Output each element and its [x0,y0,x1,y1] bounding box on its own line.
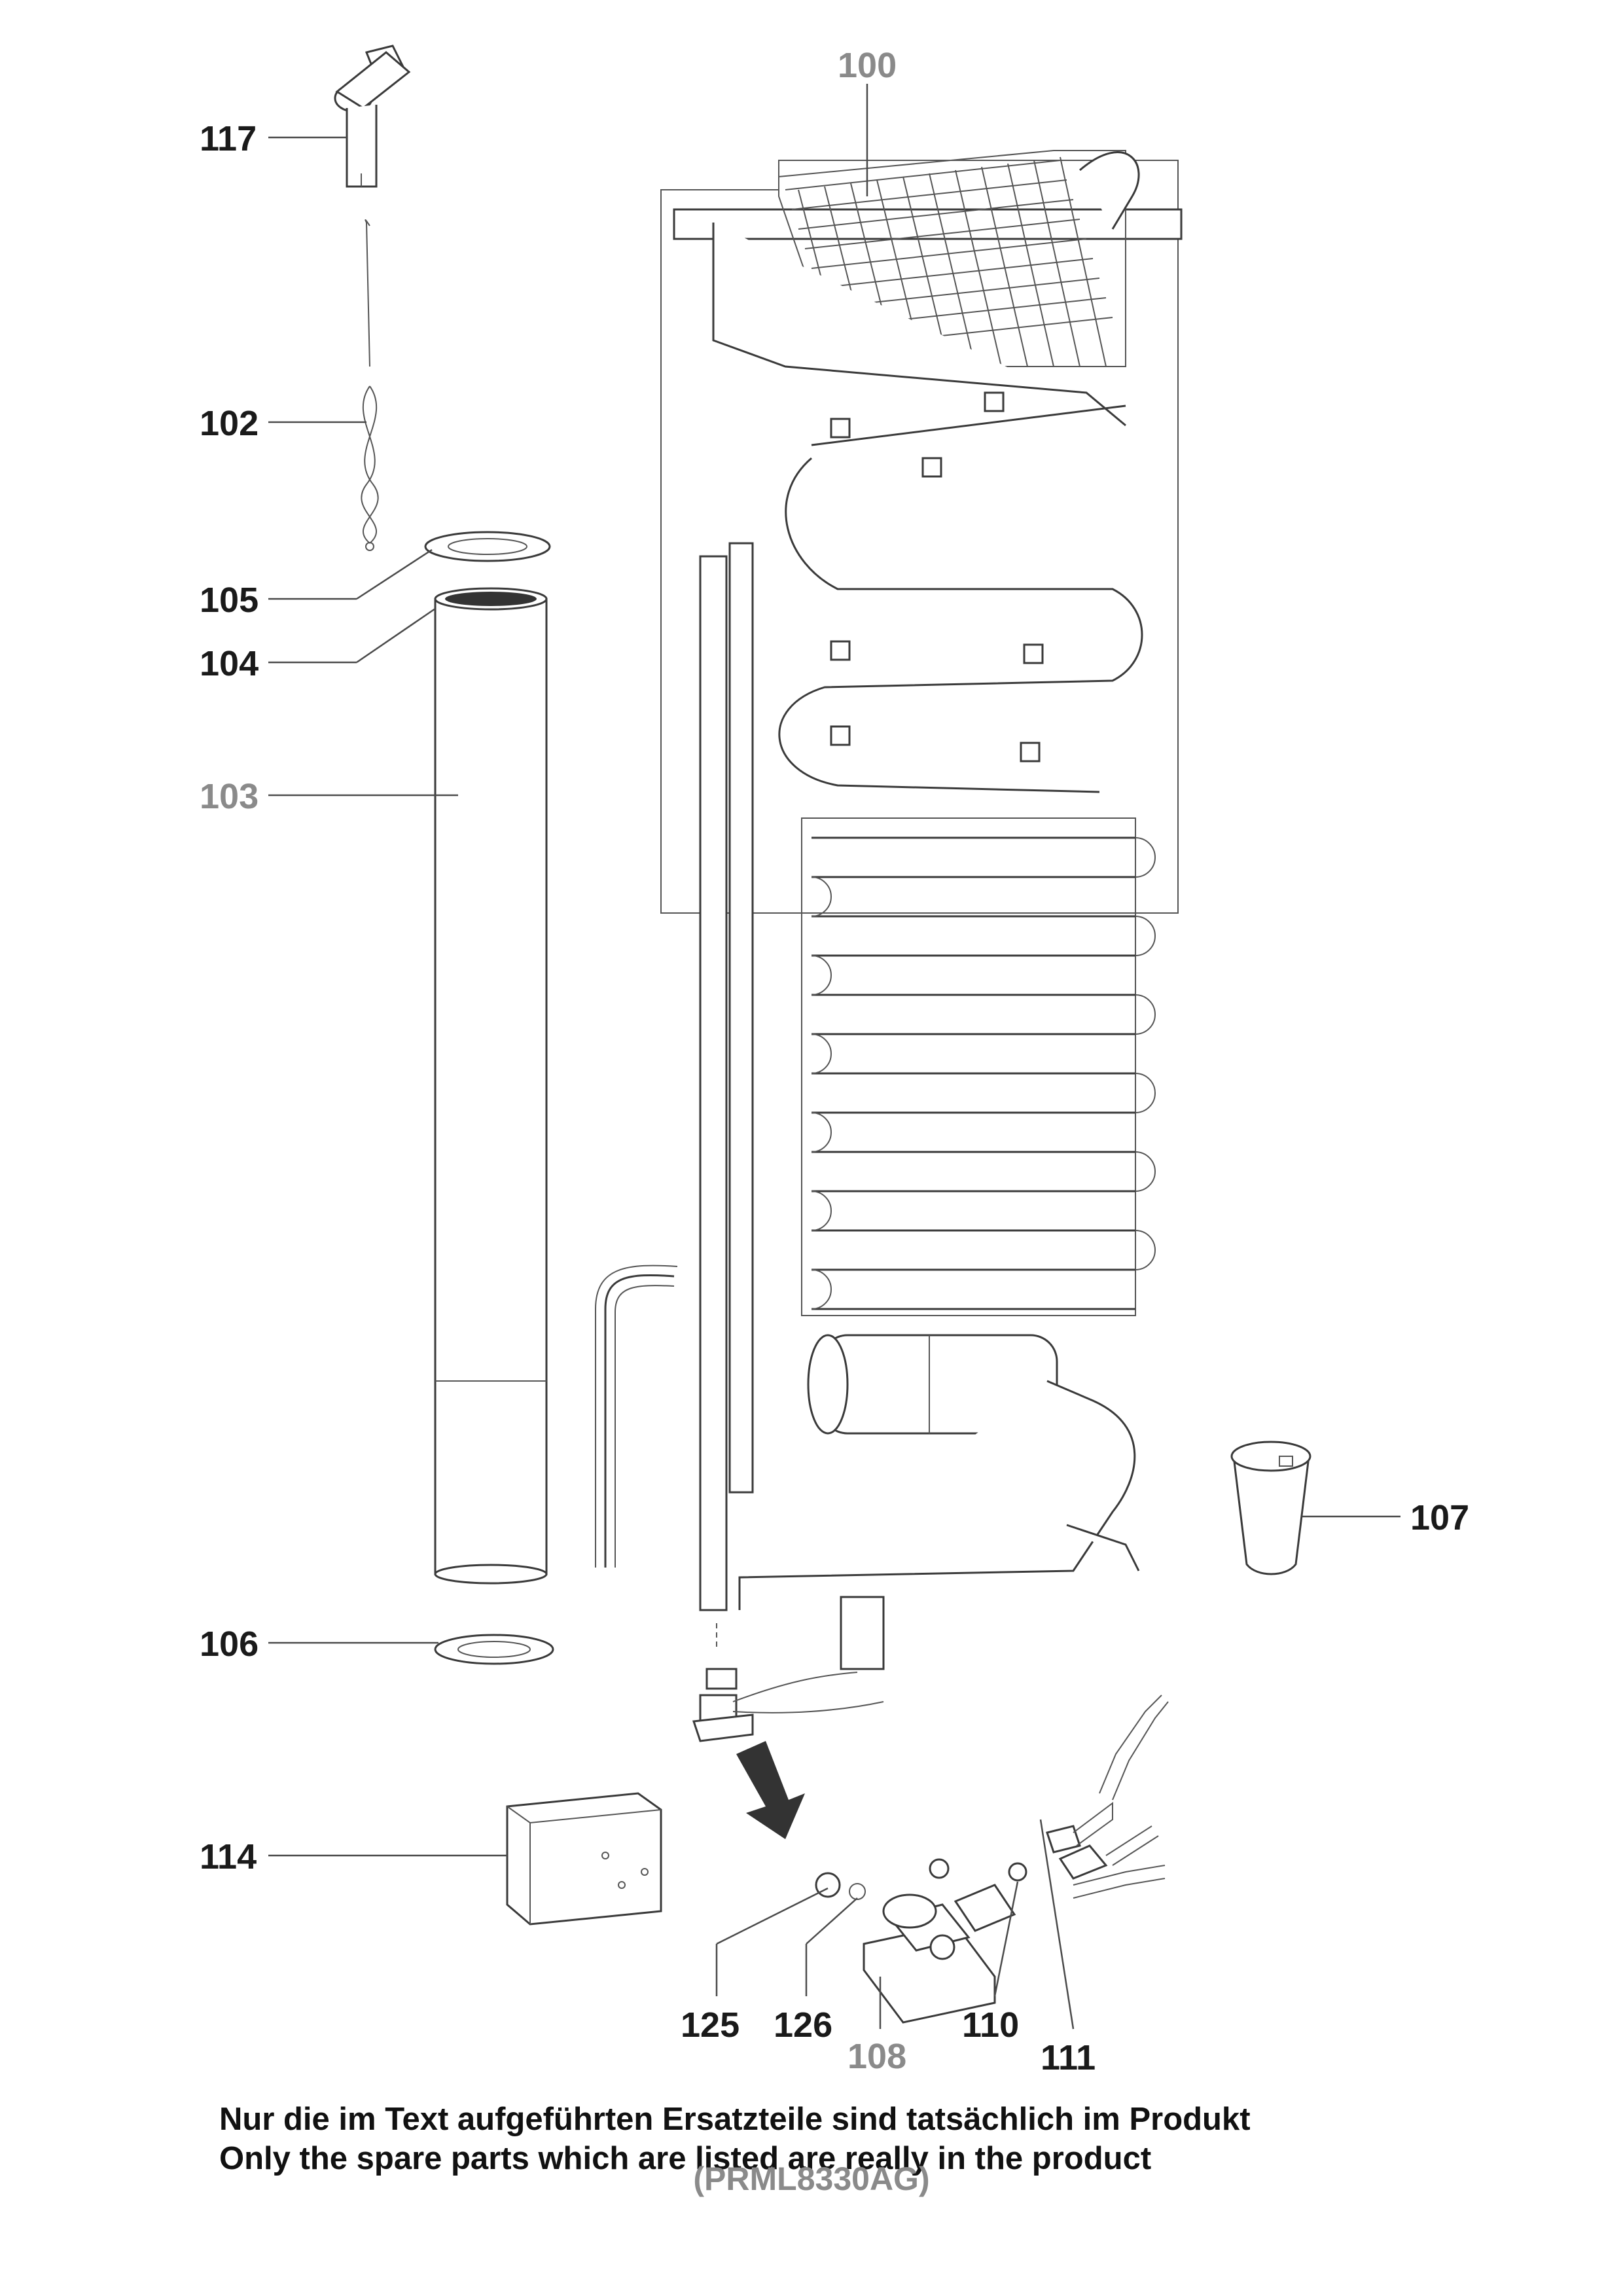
callout-106: 106 [200,1624,259,1664]
callout-103: 103 [200,777,259,816]
part-114-control-box [506,1792,662,1926]
part-103-flue-tube [434,587,548,1585]
part-105-top-disc [424,531,551,562]
callout-110: 110 [962,2005,1019,2045]
callout-105: 105 [200,581,259,620]
callout-100: 100 [838,46,897,85]
callout-102: 102 [200,404,259,443]
part-104-flue-baffle-top [445,592,537,606]
callout-107: 107 [1410,1498,1469,1537]
model-code: (PRML8330AG) [693,2161,930,2197]
burner-assembly-small [692,1623,884,1742]
callout-104: 104 [200,644,259,683]
callout-126: 126 [774,2005,832,2045]
part-100-cooling-unit [595,150,1183,1670]
condenser-fins [673,150,1183,367]
callout-108: 108 [847,2037,906,2076]
note-english: Only the spare parts which are listed ar… [219,2141,1152,2176]
callout-117: 117 [200,119,257,158]
leader-lines [268,84,1400,2030]
part-106-bottom-ring [434,1634,554,1665]
callout-111: 111 [1041,2038,1096,2077]
callout-114: 114 [200,1837,257,1876]
detail-arrow [736,1741,805,1839]
part-107-cup [1230,1441,1311,1575]
part-117-flue-cap [334,45,411,188]
note-german: Nur die im Text aufgeführten Ersatzteile… [219,2102,1251,2137]
absorber-coil [801,817,1156,1316]
callout-125: 125 [681,2005,740,2045]
part-102-baffle-wire [361,219,379,551]
burner-detail [815,1695,1169,2024]
